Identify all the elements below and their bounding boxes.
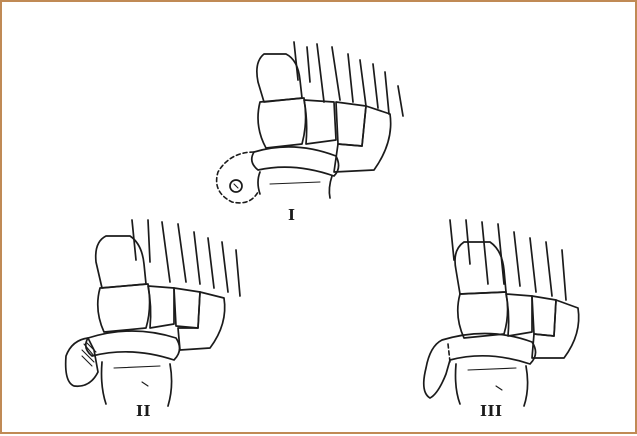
panel-iii-drawing [424, 220, 579, 406]
panel-label-iii: III [480, 402, 503, 420]
panel-ii-drawing [66, 220, 240, 406]
panel-i-drawing [217, 42, 403, 203]
panel-label-i: I [288, 206, 296, 224]
panel-label-ii: II [136, 402, 151, 420]
